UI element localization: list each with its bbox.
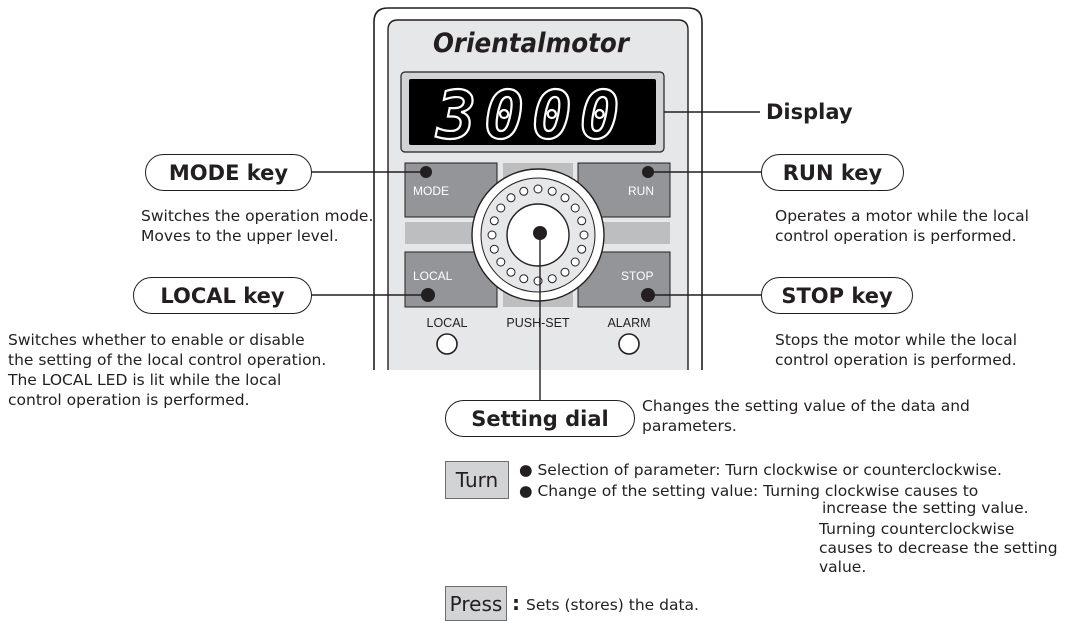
display-readout: 3000	[436, 77, 628, 154]
dial-notch	[489, 216, 499, 226]
turn-item-text: increase the setting value.	[822, 499, 1029, 517]
local-led-label: LOCAL	[427, 316, 468, 330]
dial-notch	[487, 230, 497, 240]
mode-key-desc-line: Moves to the upper level.	[141, 227, 339, 245]
dial-notch	[533, 276, 543, 286]
run-key-desc-line: control operation is performed.	[775, 227, 1017, 245]
alarm-led-label: ALARM	[607, 316, 650, 330]
turn-item: ● Change of the setting value: Turning c…	[519, 483, 978, 500]
setting-dial-description: Changes the setting value of the data an…	[642, 396, 970, 436]
turn-item-text: causes to decrease the setting	[819, 539, 1058, 557]
push-set-label: PUSH-SET	[506, 316, 570, 330]
stop-key-label: STOP	[621, 269, 653, 283]
turn-item: ● Selection of parameter: Turn clockwise…	[519, 462, 1002, 479]
dial-notch	[547, 274, 557, 284]
stop-key-desc-line: Stops the motor while the local	[775, 331, 1018, 349]
local-key-desc-line: The LOCAL LED is lit while the local	[8, 371, 282, 389]
dial-notch	[547, 186, 557, 196]
run-key-label: RUN	[628, 184, 654, 198]
turn-item-continued: Turning counterclockwise causes to decre…	[819, 520, 1058, 577]
mode-key-description: Switches the operation mode. Moves to th…	[141, 206, 373, 246]
press-colon: :	[512, 591, 520, 615]
dial-notch	[496, 257, 506, 267]
local-key-desc-line: Switches whether to enable or disable	[8, 331, 305, 349]
run-key-description: Operates a motor while the local control…	[775, 206, 1029, 246]
mode-key-label: MODE	[413, 184, 449, 198]
turn-item-text: Turn clockwise or counterclockwise.	[725, 461, 1002, 479]
setting-dial-callout: Setting dial	[445, 400, 635, 437]
dial-notch	[506, 193, 516, 203]
stop-key-callout: STOP key	[761, 277, 913, 314]
dial-notch	[570, 203, 580, 213]
local-key-description: Switches whether to enable or disable th…	[8, 330, 326, 410]
press-description: Sets (stores) the data.	[526, 596, 699, 614]
display-screen	[409, 79, 656, 145]
turn-tag: Turn	[445, 461, 509, 499]
mode-key-desc-line: Switches the operation mode.	[141, 207, 374, 225]
run-key-callout: RUN key	[761, 154, 904, 191]
dial-notch	[519, 274, 529, 284]
alarm-led	[618, 333, 640, 355]
setting-dial-desc-line: parameters.	[642, 417, 737, 435]
setting-dial-desc-line: Changes the setting value of the data an…	[642, 397, 970, 415]
dial-notch	[560, 193, 570, 203]
local-key-desc-line: the setting of the local control operati…	[8, 351, 327, 369]
dial-notch	[577, 216, 587, 226]
press-tag: Press	[445, 586, 507, 621]
display-label: Display	[766, 100, 853, 124]
dial-notch	[577, 244, 587, 254]
local-led	[436, 333, 458, 355]
dial-notch	[489, 244, 499, 254]
turn-item-title: Selection of parameter:	[537, 461, 721, 479]
local-key-label: LOCAL	[413, 269, 453, 283]
dial-notch	[560, 267, 570, 277]
turn-item-text: Turning counterclockwise	[819, 520, 1015, 538]
mode-key-callout: MODE key	[145, 154, 312, 191]
run-key-desc-line: Operates a motor while the local	[775, 207, 1029, 225]
setting-dial-notches	[487, 184, 589, 286]
dial-notch	[570, 257, 580, 267]
turn-item-text: Turning clockwise causes to	[763, 482, 979, 500]
stop-key-description: Stops the motor while the local control …	[775, 330, 1017, 370]
bullet-icon: ●	[519, 482, 533, 500]
dial-notch	[506, 267, 516, 277]
local-key-callout: LOCAL key	[133, 277, 312, 314]
local-key-desc-line: control operation is performed.	[8, 391, 250, 409]
dial-notch	[496, 203, 506, 213]
turn-item-title: Change of the setting value:	[537, 482, 759, 500]
turn-item-text: value.	[819, 558, 867, 576]
bullet-icon: ●	[519, 461, 533, 479]
dial-notch	[533, 184, 543, 194]
dial-notch	[579, 230, 589, 240]
dial-notch	[519, 186, 529, 196]
stop-key-desc-line: control operation is performed.	[775, 351, 1017, 369]
brand-logo: Orientalmotor	[433, 28, 631, 59]
